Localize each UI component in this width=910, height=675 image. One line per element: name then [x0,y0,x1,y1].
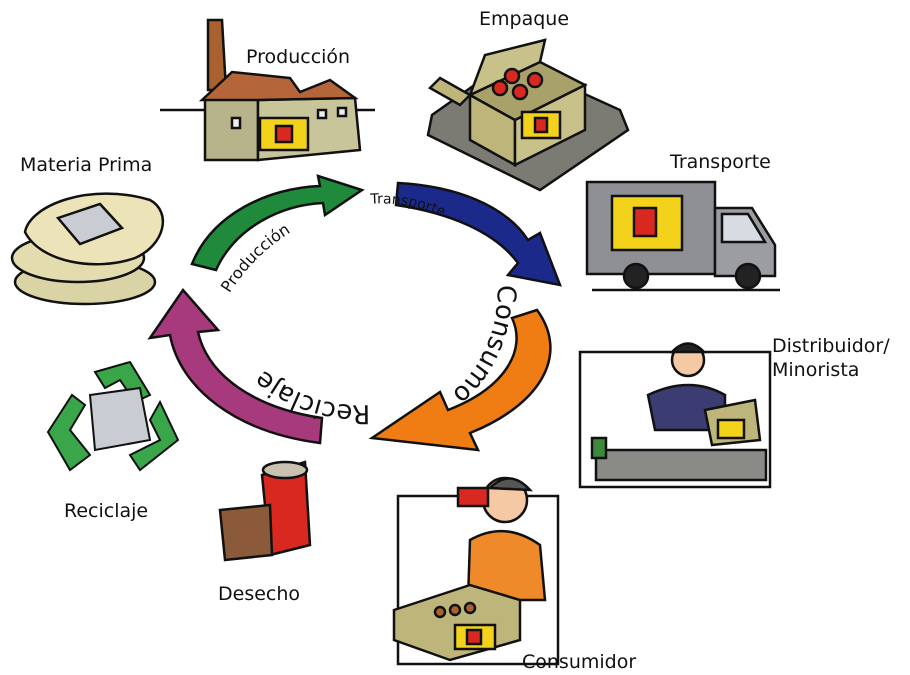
label-produccion: Producción [246,46,350,68]
produccion-arrow [190,174,365,272]
label-minorista: Minorista [772,359,859,381]
consumer-icon [392,476,560,666]
packed-box-icon [426,38,630,192]
label-reciclaje: Reciclaje [64,500,148,522]
sacks-icon [10,192,165,306]
transporte-arrow [394,181,562,287]
label-consumidor: Consumidor [522,651,636,673]
label-transporte: Transporte [669,151,771,173]
factory-icon [160,18,375,162]
label-desecho: Desecho [218,583,300,605]
consumo-arrow [368,308,552,452]
label-empaque: Empaque [479,8,569,30]
label-distribuidor: Distribuidor/ [772,335,890,357]
label-materia-prima: Materia Prima [20,154,152,176]
crushed-can-icon [218,460,312,562]
truck-icon [585,180,780,292]
retailer-icon [578,342,772,489]
recycle-icon [46,360,180,472]
cycle-arrows [147,174,562,452]
reciclaje-arrow [147,287,324,445]
